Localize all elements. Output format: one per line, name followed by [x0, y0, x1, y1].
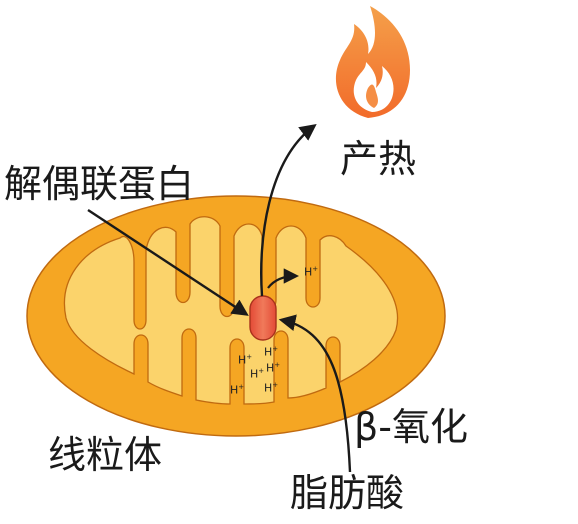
beta-oxidation-label: β-氧化 [354, 405, 468, 449]
h-ion-arrow [267, 268, 300, 289]
fatty-acid-label: 脂肪酸 [290, 471, 405, 515]
h-ion: H+ [238, 353, 253, 367]
h-ion: H+ [304, 265, 319, 279]
mitochondria-label: 线粒体 [48, 433, 163, 477]
h-ion: H+ [250, 367, 265, 381]
ucp-pointer-arrow [87, 208, 249, 316]
heat-arrow [260, 124, 317, 297]
h-ion: H+ [266, 361, 281, 375]
inner-membrane-matrix [63, 216, 399, 405]
h-ion: H+ [264, 381, 279, 395]
beta-oxidation-arrow [278, 314, 352, 473]
mitochondrion [26, 195, 446, 437]
uncoupling-protein-label: 解偶联蛋白 [4, 162, 195, 206]
heat-label: 产热 [340, 137, 417, 181]
h-ion: H+ [230, 383, 245, 397]
h-ion: H+ [264, 345, 279, 359]
flame-icon [335, 6, 410, 118]
uncoupling-protein [249, 295, 277, 341]
